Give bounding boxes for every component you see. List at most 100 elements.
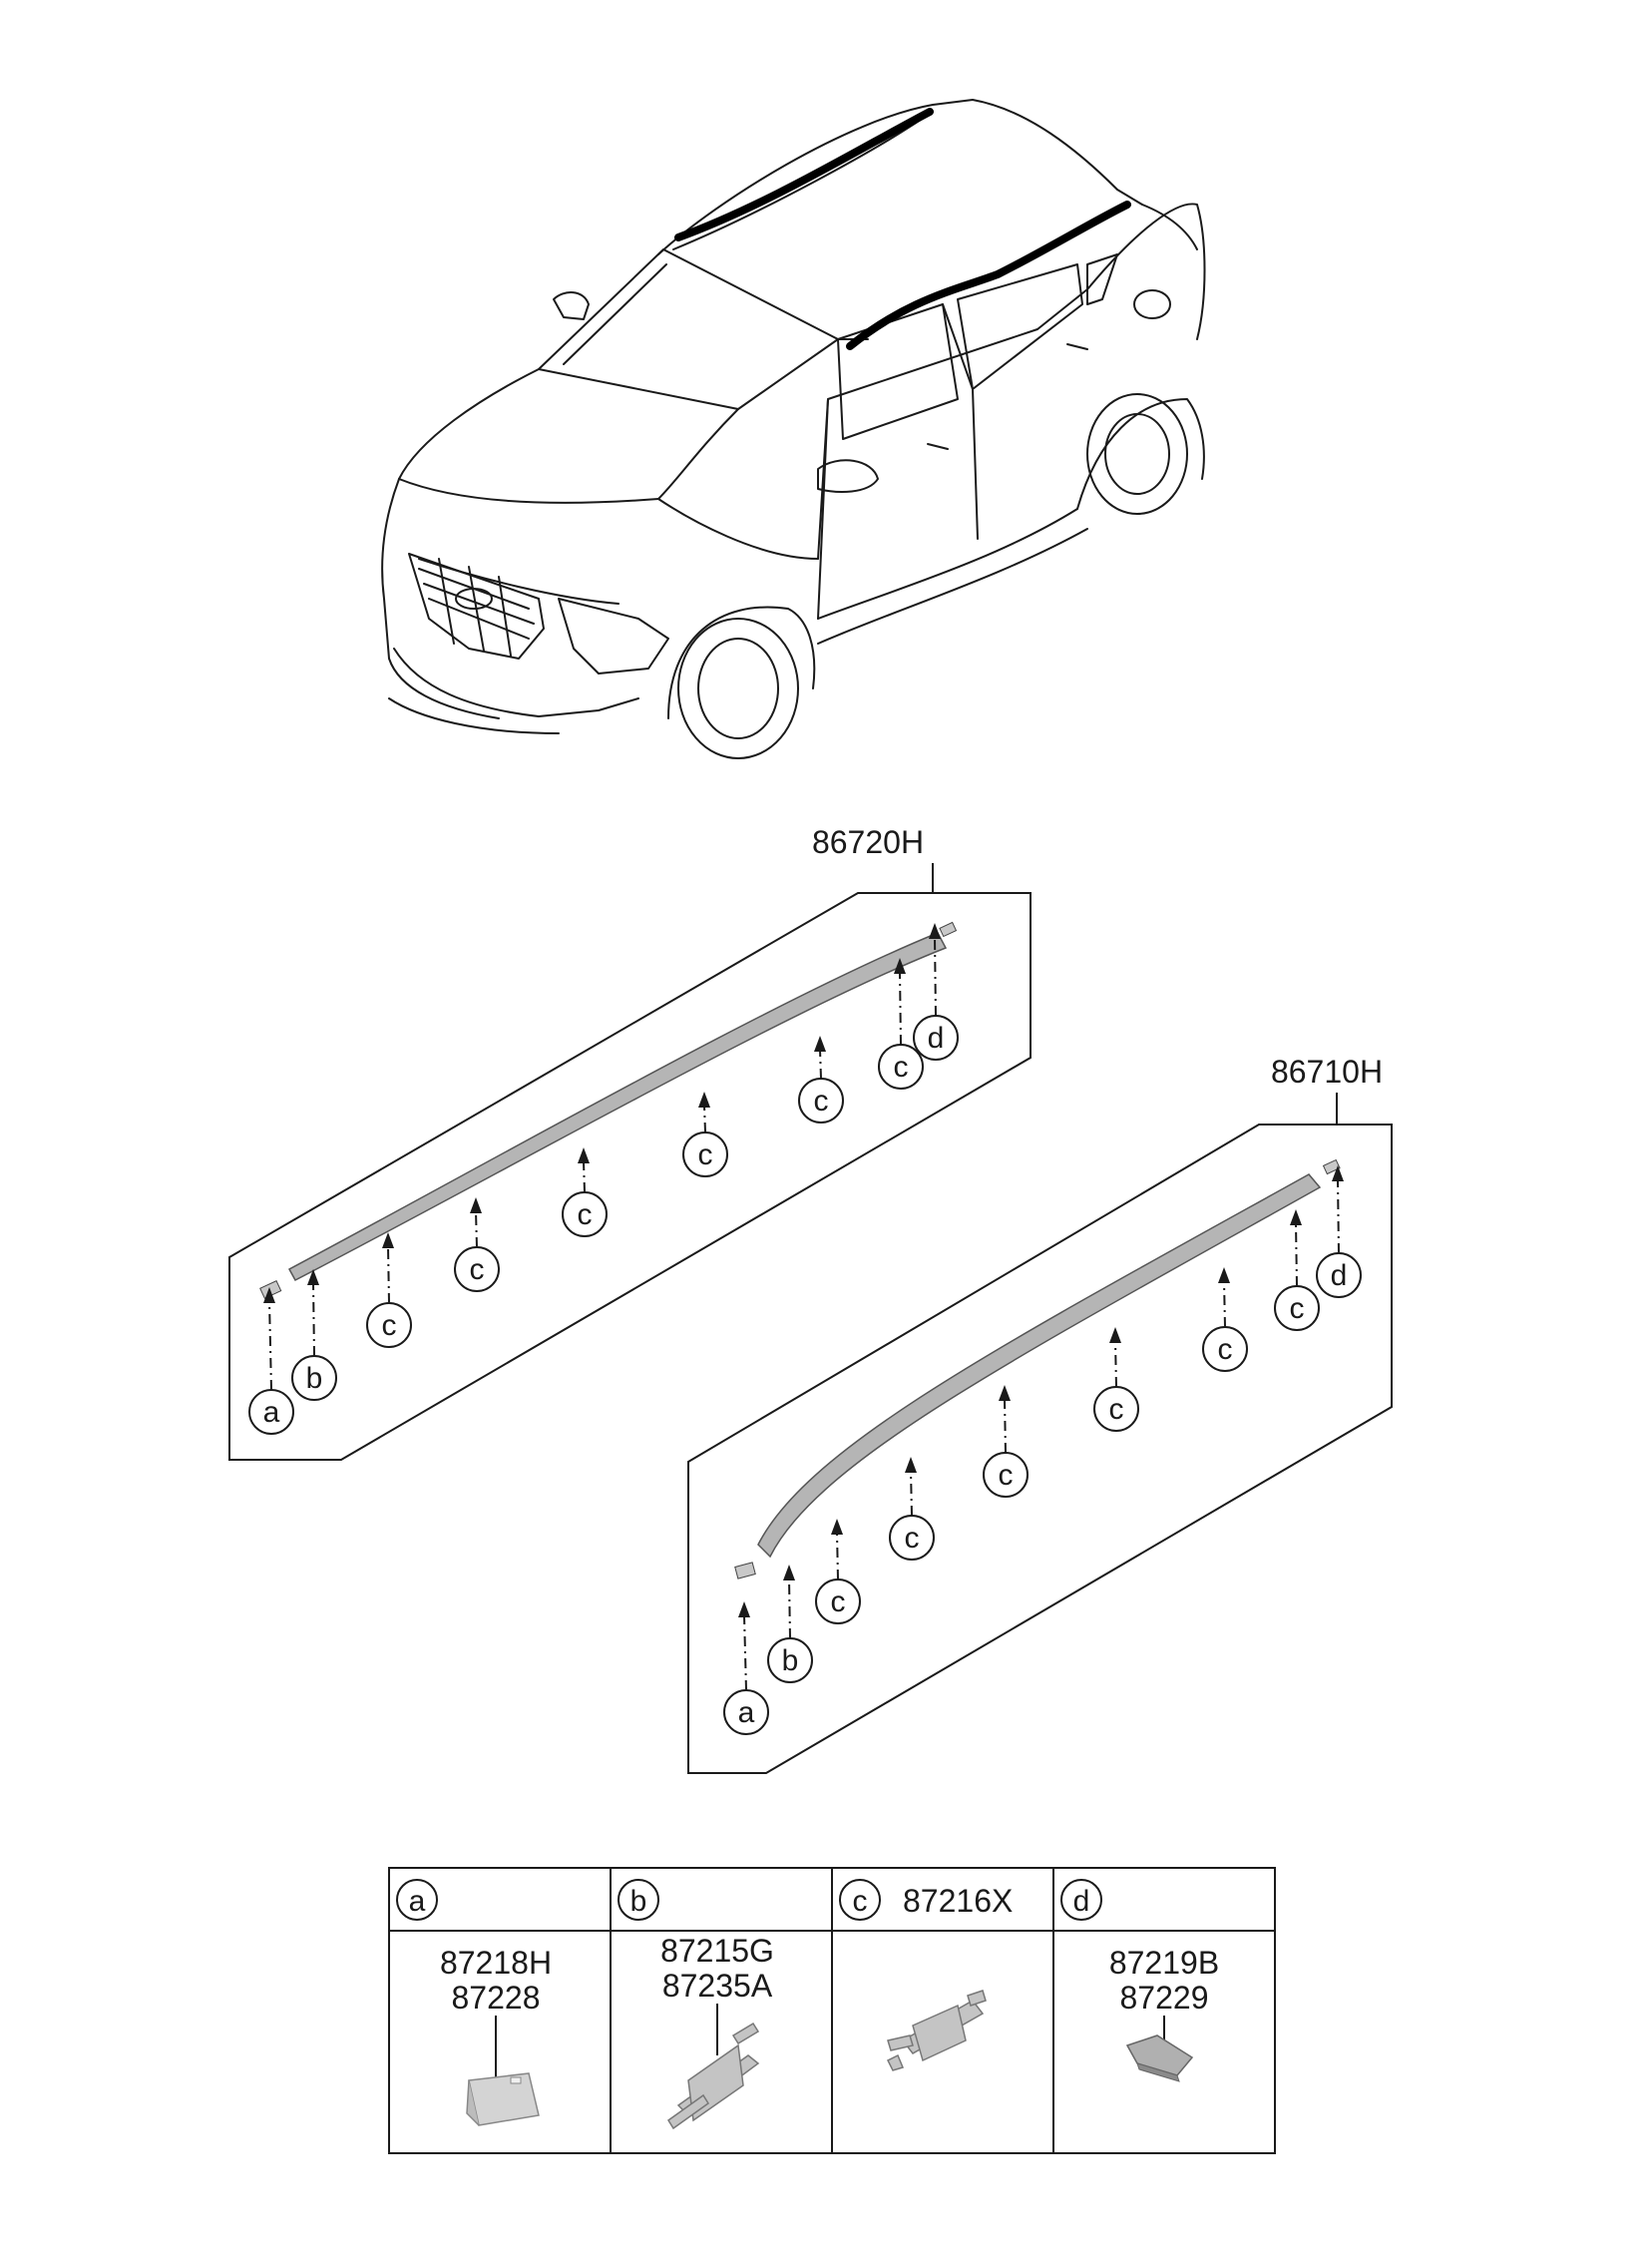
end-cap-d <box>939 921 958 938</box>
callout-leader-line <box>910 1470 913 1517</box>
callout-arrowhead <box>1109 1327 1121 1343</box>
callout-arrowhead <box>263 1287 275 1303</box>
callout-arrowhead <box>1218 1267 1230 1283</box>
callout-arrowhead <box>999 1385 1011 1401</box>
roof-molding-part <box>757 1173 1322 1559</box>
callout-arrowhead <box>905 1457 917 1473</box>
callout-letter: d <box>1331 1259 1348 1292</box>
callout-letter: c <box>1290 1292 1305 1325</box>
callout-arrowhead <box>307 1269 319 1285</box>
callout-leader-line <box>1114 1340 1117 1388</box>
vehicle-illustration <box>381 99 1206 759</box>
parts-legend-table: a 87218H 87228 b 87215G 87235A <box>388 1867 1276 2154</box>
callout-bubble <box>562 1191 608 1237</box>
callout-bubble <box>798 1078 844 1124</box>
legend-letter: b <box>630 1885 647 1918</box>
legend-letter: c <box>853 1885 868 1918</box>
callout-arrowhead <box>698 1092 710 1108</box>
callout-letter: c <box>470 1253 485 1286</box>
assembly-part-number: 86710H <box>1271 1054 1383 1090</box>
legend-part-number: 87218H <box>440 1945 552 1981</box>
callout-bubble <box>913 1015 959 1061</box>
end-cap-d <box>1322 1158 1341 1175</box>
callout-letter: d <box>928 1022 945 1055</box>
end-cap-a <box>734 1562 756 1579</box>
callout-letter: c <box>999 1459 1014 1492</box>
legend-part-number: 87219B <box>1109 1945 1219 1981</box>
callout-letter: a <box>263 1396 280 1429</box>
callout-letter: c <box>814 1085 829 1118</box>
callout-leader-line <box>934 936 937 1017</box>
callout-arrowhead <box>783 1565 795 1580</box>
legend-letter: a <box>409 1885 426 1918</box>
callout-leader-line <box>312 1282 315 1357</box>
callout-bubble <box>815 1578 861 1624</box>
callout-letter: c <box>905 1522 920 1555</box>
callout-leader-line <box>583 1160 586 1193</box>
callout-leader-line <box>819 1049 822 1080</box>
callout-letter: c <box>831 1585 846 1618</box>
callout-leader-line <box>836 1532 839 1580</box>
callout-arrowhead <box>894 958 906 974</box>
callout-bubble <box>889 1515 935 1561</box>
callout-leader-line <box>899 971 902 1046</box>
callout-leader-line <box>268 1300 272 1391</box>
callout-leader-line <box>788 1578 791 1639</box>
callout-bubble <box>682 1131 728 1177</box>
legend-part-number: 87215G <box>660 1933 774 1969</box>
callout-letter: c <box>382 1309 397 1342</box>
assembly-frame <box>687 1124 1393 1774</box>
callout-arrowhead <box>929 923 941 939</box>
legend-part-number: 87229 <box>1120 1980 1209 2016</box>
legend-column-a: a 87218H 87228 <box>396 1879 552 2126</box>
assembly-frame <box>228 892 1032 1461</box>
callout-bubble <box>1274 1285 1320 1331</box>
callout-leader-line <box>703 1105 706 1133</box>
callout-leader-line <box>1295 1222 1298 1287</box>
callout-bubble <box>248 1389 294 1435</box>
callout-bubble <box>1202 1326 1248 1372</box>
callout-arrowhead <box>738 1601 750 1617</box>
callout-arrowhead <box>1332 1165 1344 1181</box>
callout-bubble <box>878 1044 924 1090</box>
callout-bubble <box>454 1246 500 1292</box>
end-cap-a <box>259 1280 282 1299</box>
roof-molding-part <box>287 932 948 1282</box>
callout-leader-line <box>387 1245 390 1304</box>
callout-letter: a <box>738 1696 755 1729</box>
front-roof-molding-highlight <box>846 201 1131 350</box>
callout-letter: c <box>1218 1333 1233 1366</box>
callout-letter: b <box>782 1644 799 1677</box>
callout-arrowhead <box>814 1036 826 1052</box>
callout-arrowhead <box>578 1147 590 1163</box>
legend-part-number: 87228 <box>452 1980 541 2016</box>
callout-bubble <box>983 1452 1029 1498</box>
callout-letter: b <box>306 1362 323 1395</box>
callout-letter: c <box>1109 1393 1124 1426</box>
rear-roof-molding-highlight <box>674 108 934 241</box>
callout-letter: c <box>578 1198 593 1231</box>
legend-part-number: 87235A <box>662 1968 773 2004</box>
callout-leader-line <box>1004 1398 1007 1454</box>
legend-part-number: 87216X <box>903 1883 1013 1919</box>
callout-bubble <box>1316 1252 1362 1298</box>
legend-letter: d <box>1073 1885 1090 1918</box>
callout-bubble <box>723 1689 769 1735</box>
callout-bubble <box>366 1302 412 1348</box>
callout-letter: c <box>894 1051 909 1084</box>
callout-leader-line <box>475 1210 478 1248</box>
legend-column-c: c 87216X <box>839 1879 1013 2071</box>
end-cap-part-icon <box>1125 2034 1194 2082</box>
callout-leader-line <box>743 1614 747 1691</box>
callout-bubble <box>291 1355 337 1401</box>
end-cap-part-icon <box>466 2072 540 2126</box>
legend-column-b: b 87215G 87235A <box>618 1879 774 2130</box>
callout-letter: c <box>698 1138 713 1171</box>
callout-bubble <box>767 1637 813 1683</box>
callout-arrowhead <box>831 1519 843 1535</box>
